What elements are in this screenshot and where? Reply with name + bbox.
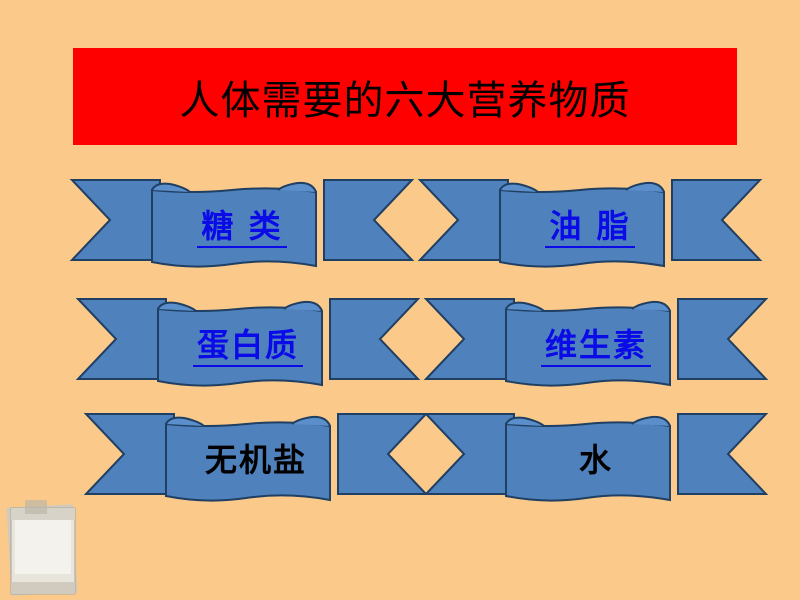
banner-label[interactable]: 油 脂	[420, 206, 760, 248]
title-box: 人体需要的六大营养物质	[73, 48, 737, 145]
banner-label: 无机盐	[204, 441, 307, 479]
banner-youzhi[interactable]: 油 脂	[417, 178, 763, 273]
ribbon-banner-icon	[83, 413, 429, 502]
banner-shui[interactable]: 水	[423, 412, 769, 507]
banner-label[interactable]: 维生素	[426, 325, 766, 367]
banner-label[interactable]: 蛋白质	[78, 325, 418, 367]
paper-note-icon	[6, 500, 78, 596]
banner-label: 水	[578, 441, 613, 479]
ribbon-banner-icon	[69, 179, 415, 268]
banner-label[interactable]: 糖 类	[72, 206, 412, 248]
banner-weishengsu[interactable]: 维生素	[423, 297, 769, 392]
banner-danbaizhi[interactable]: 蛋白质	[75, 297, 421, 392]
banner-tanglei[interactable]: 糖 类	[69, 178, 415, 273]
ribbon-banner-icon	[423, 413, 769, 502]
page-title: 人体需要的六大营养物质	[179, 77, 631, 124]
banner-wujiyan[interactable]: 无机盐	[83, 412, 429, 507]
ribbon-banner-icon	[417, 179, 763, 268]
